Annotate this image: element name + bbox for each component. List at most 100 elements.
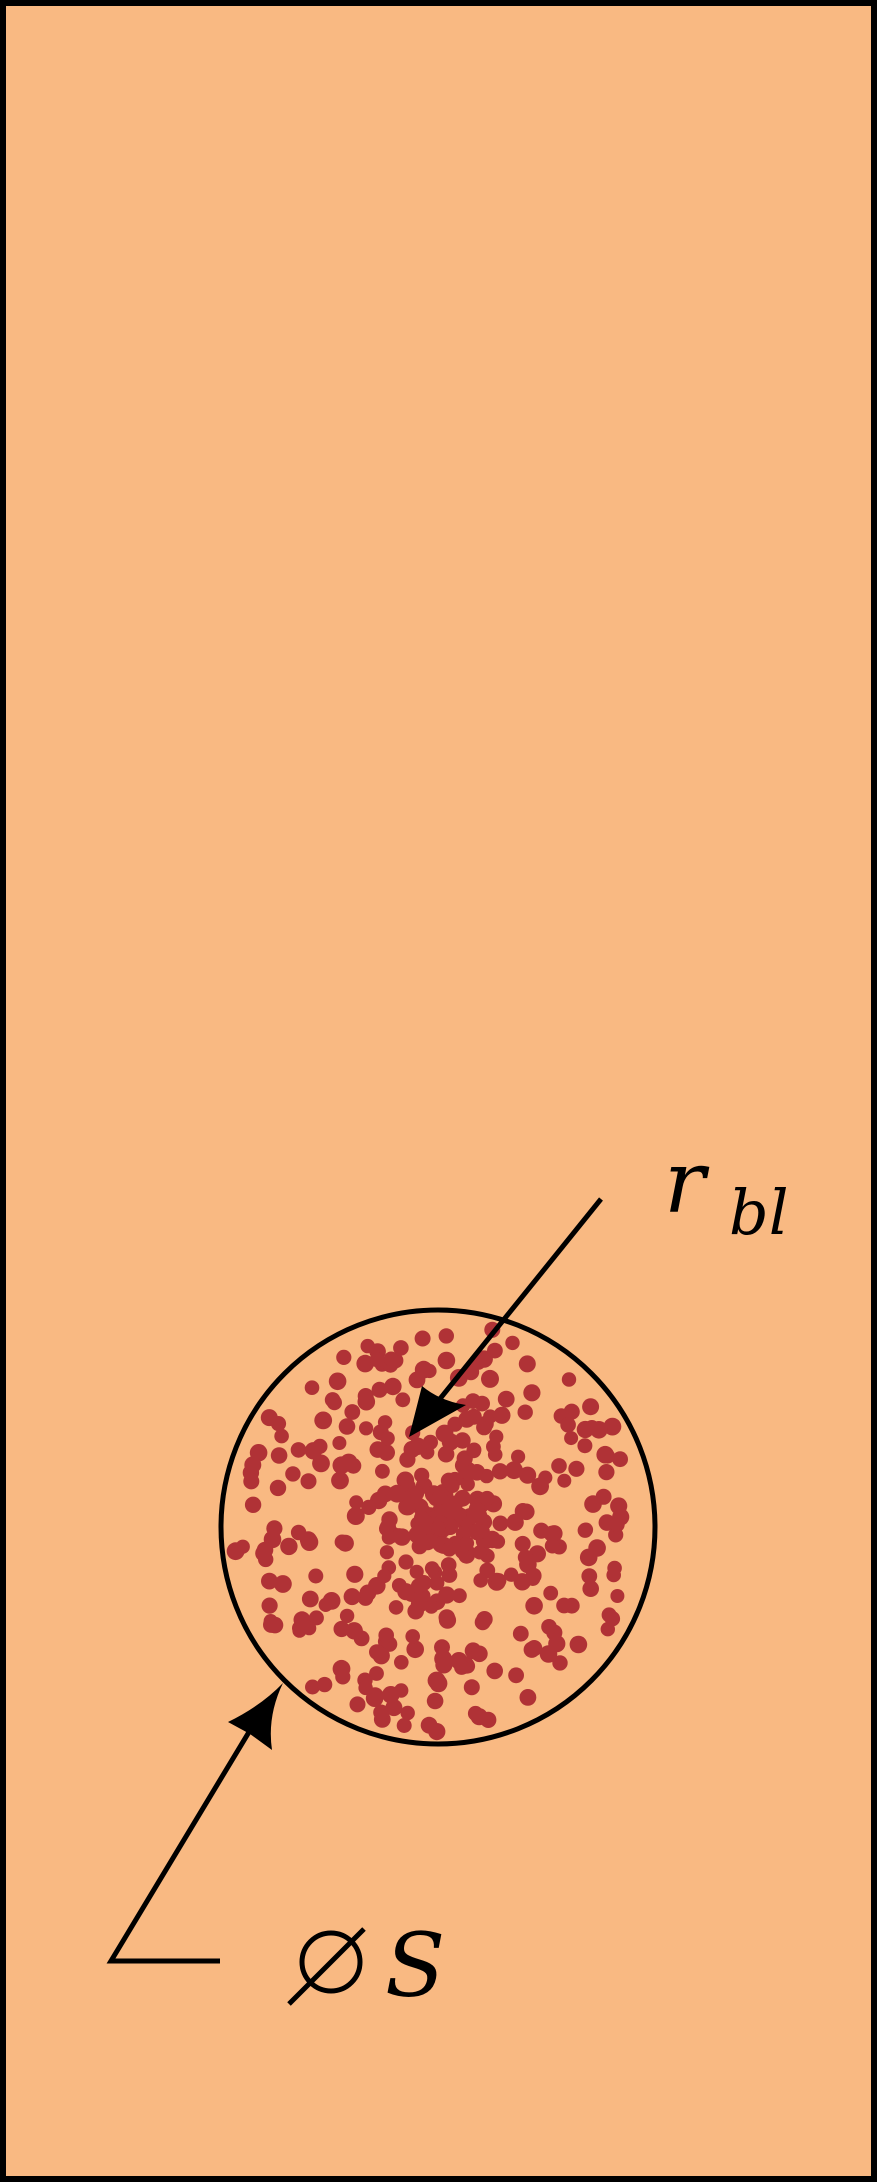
particle-dot xyxy=(304,1380,320,1395)
particle-dot xyxy=(261,1597,278,1614)
particle-dot xyxy=(381,1511,398,1528)
particle-dot xyxy=(338,1418,356,1435)
particle-dot xyxy=(577,1438,593,1454)
particle-dot xyxy=(445,1479,460,1493)
particle-dot xyxy=(435,1424,454,1443)
particle-dot xyxy=(454,1659,470,1675)
particle-dot xyxy=(345,1622,363,1640)
particle-dot xyxy=(285,1466,301,1482)
particle-dot xyxy=(561,1372,577,1387)
particle-dot xyxy=(346,1565,364,1583)
particle-dot xyxy=(474,1614,491,1631)
section-circle xyxy=(218,1307,658,1747)
particle-dot xyxy=(460,1477,475,1492)
particle-dot xyxy=(379,1545,394,1560)
particle-dot xyxy=(544,1538,561,1554)
particle-dot xyxy=(391,1578,407,1593)
particle-dot xyxy=(396,1718,412,1733)
particle-dot xyxy=(377,1568,392,1584)
particle-dot xyxy=(442,1542,457,1557)
particle-dot xyxy=(400,1705,415,1721)
particle-dot xyxy=(470,1708,488,1726)
particle-dot xyxy=(518,1503,535,1521)
particle-dot xyxy=(393,1340,409,1356)
particle-dot xyxy=(468,1464,486,1481)
particle-dot xyxy=(318,1597,333,1612)
particle-dot xyxy=(301,1590,319,1608)
particle-dot xyxy=(274,1428,289,1444)
radius-leader-line xyxy=(433,1197,603,1407)
particle-dot xyxy=(598,1464,615,1481)
particle-dot xyxy=(326,1395,342,1411)
particle-dot xyxy=(493,1406,511,1424)
particle-dot xyxy=(269,1479,287,1497)
particle-dot xyxy=(475,1524,490,1539)
particle-dot xyxy=(308,1568,324,1584)
particle-dot xyxy=(560,1417,576,1433)
particle-dot xyxy=(410,1595,429,1613)
particle-dot xyxy=(261,1572,278,1590)
particle-dot xyxy=(582,1580,599,1597)
particle-dot xyxy=(395,1392,411,1408)
particle-dot xyxy=(369,1441,387,1458)
particle-dot xyxy=(384,1377,402,1396)
particle-dot xyxy=(331,1471,349,1490)
particle-dot xyxy=(336,1349,352,1365)
particle-dot xyxy=(316,1676,333,1693)
particle-dot xyxy=(513,1573,531,1591)
particle-dot xyxy=(438,1328,454,1344)
particle-dot xyxy=(564,1431,579,1446)
particle-dot xyxy=(414,1360,433,1379)
particle-dot xyxy=(514,1535,531,1552)
particle-dot xyxy=(394,1655,409,1670)
particle-dot xyxy=(344,1404,361,1420)
particle-dot xyxy=(369,1644,385,1660)
particle-dot xyxy=(260,1409,278,1427)
particle-dot xyxy=(422,1434,438,1450)
particle-dot xyxy=(293,1611,311,1629)
particle-dot xyxy=(346,1507,365,1525)
particle-dot xyxy=(388,1600,404,1615)
particle-dot xyxy=(584,1495,602,1513)
particle-dot xyxy=(438,1586,456,1604)
particle-dot xyxy=(604,1611,621,1627)
particle-dot xyxy=(290,1442,307,1458)
particle-dot xyxy=(400,1499,416,1516)
particle-dot xyxy=(465,1393,481,1409)
particle-dot xyxy=(406,1640,425,1659)
particle-dot xyxy=(339,1608,355,1624)
particle-dot xyxy=(466,1505,483,1522)
particle-dot xyxy=(543,1525,560,1542)
particle-dot xyxy=(382,1686,400,1704)
diameter-leader-line xyxy=(106,1720,258,1964)
particle-dot xyxy=(434,1649,452,1668)
particle-dot xyxy=(377,1415,393,1430)
particle-dot xyxy=(471,1645,488,1663)
particle-dot xyxy=(408,1437,427,1456)
particle-dot xyxy=(476,1419,493,1436)
particle-dot xyxy=(333,1620,350,1638)
particle-dot xyxy=(437,1351,456,1370)
diameter-label-name: S xyxy=(385,1914,445,2017)
particle-dot xyxy=(519,1689,537,1706)
particle-dot xyxy=(588,1539,606,1557)
particle-dot xyxy=(525,1597,543,1615)
particle-dot xyxy=(431,1490,447,1506)
particle-dot xyxy=(610,1589,625,1603)
particle-dot xyxy=(369,1666,384,1681)
particle-dot xyxy=(459,1536,475,1551)
particle-dot xyxy=(332,1436,347,1450)
particle-dot xyxy=(427,1671,446,1690)
particle-dot xyxy=(349,1696,366,1713)
particle-dot xyxy=(300,1533,319,1551)
particle-dot xyxy=(486,1662,504,1680)
particle-dot xyxy=(517,1404,533,1420)
particle-dots xyxy=(226,1321,630,1741)
particle-dot xyxy=(328,1372,347,1391)
particle-dot xyxy=(280,1537,298,1556)
particle-dot xyxy=(409,1485,425,1501)
particle-dot xyxy=(414,1467,430,1483)
